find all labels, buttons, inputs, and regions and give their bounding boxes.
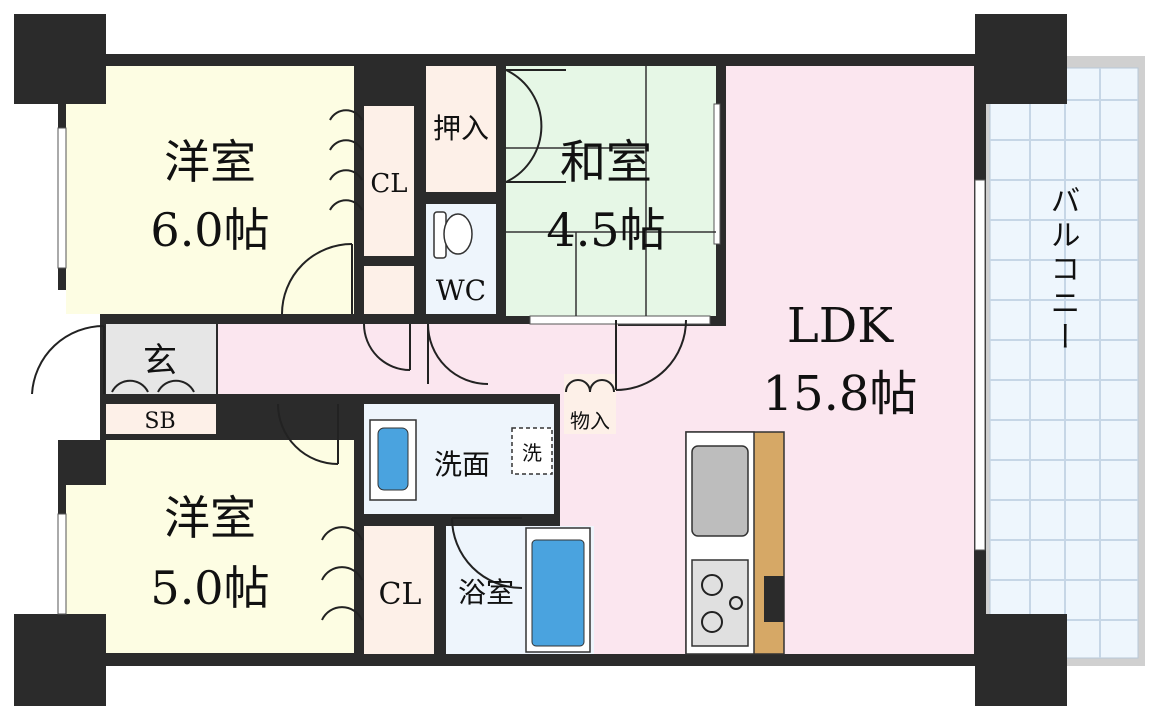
- bathtub-fixture: [525, 527, 591, 653]
- room-label-western-upper: 洋室: [164, 135, 256, 189]
- balcony: [985, 56, 1145, 666]
- structural-columns: [14, 14, 1067, 706]
- label-washroom: 洗面: [434, 448, 490, 481]
- label-wc: WC: [436, 274, 486, 307]
- label-closet-upper: CL: [370, 169, 407, 199]
- label-balcony: バルコニー: [1045, 185, 1080, 355]
- room-western-lower: [66, 485, 354, 653]
- room-label-western-lower: 洋室: [164, 491, 256, 545]
- room-size-japanese: 4.5帖: [546, 203, 665, 257]
- oshiire: [426, 66, 496, 192]
- room-label-ldk: LDK: [787, 298, 894, 354]
- room-western-upper: [66, 66, 354, 314]
- windows: [57, 103, 986, 615]
- door-swings: [31, 69, 687, 621]
- hallway: [218, 324, 618, 394]
- closet-upper: [364, 106, 414, 256]
- shoe-box: [106, 404, 216, 434]
- room-label-japanese: 和室: [560, 135, 652, 189]
- toilet-fixture: [433, 211, 473, 259]
- label-oshiire: 押入: [433, 112, 489, 145]
- room-size-western-upper: 6.0帖: [150, 203, 269, 257]
- label-closet-lower: CL: [379, 577, 422, 612]
- room-size-ldk: 15.8帖: [763, 366, 918, 422]
- label-storage: 物入: [570, 409, 610, 433]
- closet-lower: [364, 526, 434, 654]
- label-entrance: 玄: [143, 341, 177, 381]
- tatami-lines: [506, 66, 716, 316]
- label-shoe-box: SB: [144, 409, 175, 434]
- kitchen-counter: [685, 431, 785, 655]
- washer-space: [511, 427, 553, 475]
- storage: [564, 374, 616, 434]
- label-washer: 洗: [522, 441, 542, 465]
- room-size-western-lower: 5.0帖: [150, 561, 269, 615]
- washbasin-fixture: [369, 419, 417, 501]
- label-bath: 浴室: [458, 576, 514, 609]
- room-japanese: [506, 66, 716, 316]
